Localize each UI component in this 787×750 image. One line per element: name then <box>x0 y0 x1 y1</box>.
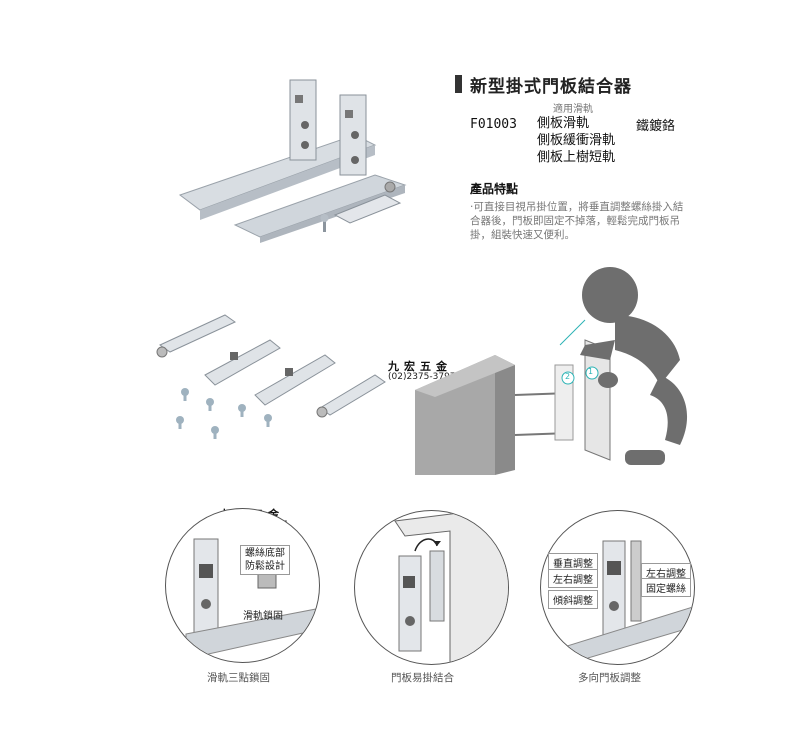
callout-lateral-adjust: 左右調整 <box>548 569 598 588</box>
rail-caption: 適用滑軌 <box>553 104 593 115</box>
parts-illustration <box>156 314 386 439</box>
shop-phone: (02)2375-3797 <box>388 372 456 382</box>
features-title: 產品特點 <box>470 182 519 196</box>
page-title: 新型掛式門板結合器 <box>470 77 632 97</box>
rail-item: 側板上樹短軌 <box>537 150 616 165</box>
step-1-marker: 1 <box>588 367 594 376</box>
step-2-marker: 2 <box>565 372 571 381</box>
detail-circle-rail-lock <box>165 508 320 663</box>
callout-tilt-adjust: 傾斜調整 <box>548 590 598 609</box>
detail-circle-door-hang <box>354 510 509 665</box>
callout-anti-loosen: 螺絲底部 防鬆設計 <box>240 545 290 575</box>
detail-caption: 門板易掛結合 <box>391 672 454 684</box>
product-photo-rails <box>178 79 407 243</box>
features-text: ‧可直接目視吊掛位置，將垂直調整螺絲掛入結合器後，門板即固定不掉落，輕鬆完成門板… <box>470 201 684 241</box>
assembly-illustration <box>415 267 688 475</box>
model-number: F01003 <box>470 117 517 132</box>
callout-fixing-screw: 固定螺絲 <box>641 578 691 597</box>
rail-item: 側板緩衝滑軌 <box>537 133 616 148</box>
detail-caption: 滑軌三點鎖固 <box>207 672 270 684</box>
callout-rail-lock: 滑軌鎖固 <box>243 611 283 622</box>
title-marker <box>455 75 462 93</box>
finish-label: 鐵鍍鉻 <box>636 119 676 134</box>
rail-item: 側板滑軌 <box>537 116 590 131</box>
detail-caption: 多向門板調整 <box>578 672 641 684</box>
rail-list: 側板滑軌 側板緩衝滑軌 側板上樹短軌 <box>537 115 615 166</box>
shop-name: 九宏五金 <box>388 360 452 373</box>
